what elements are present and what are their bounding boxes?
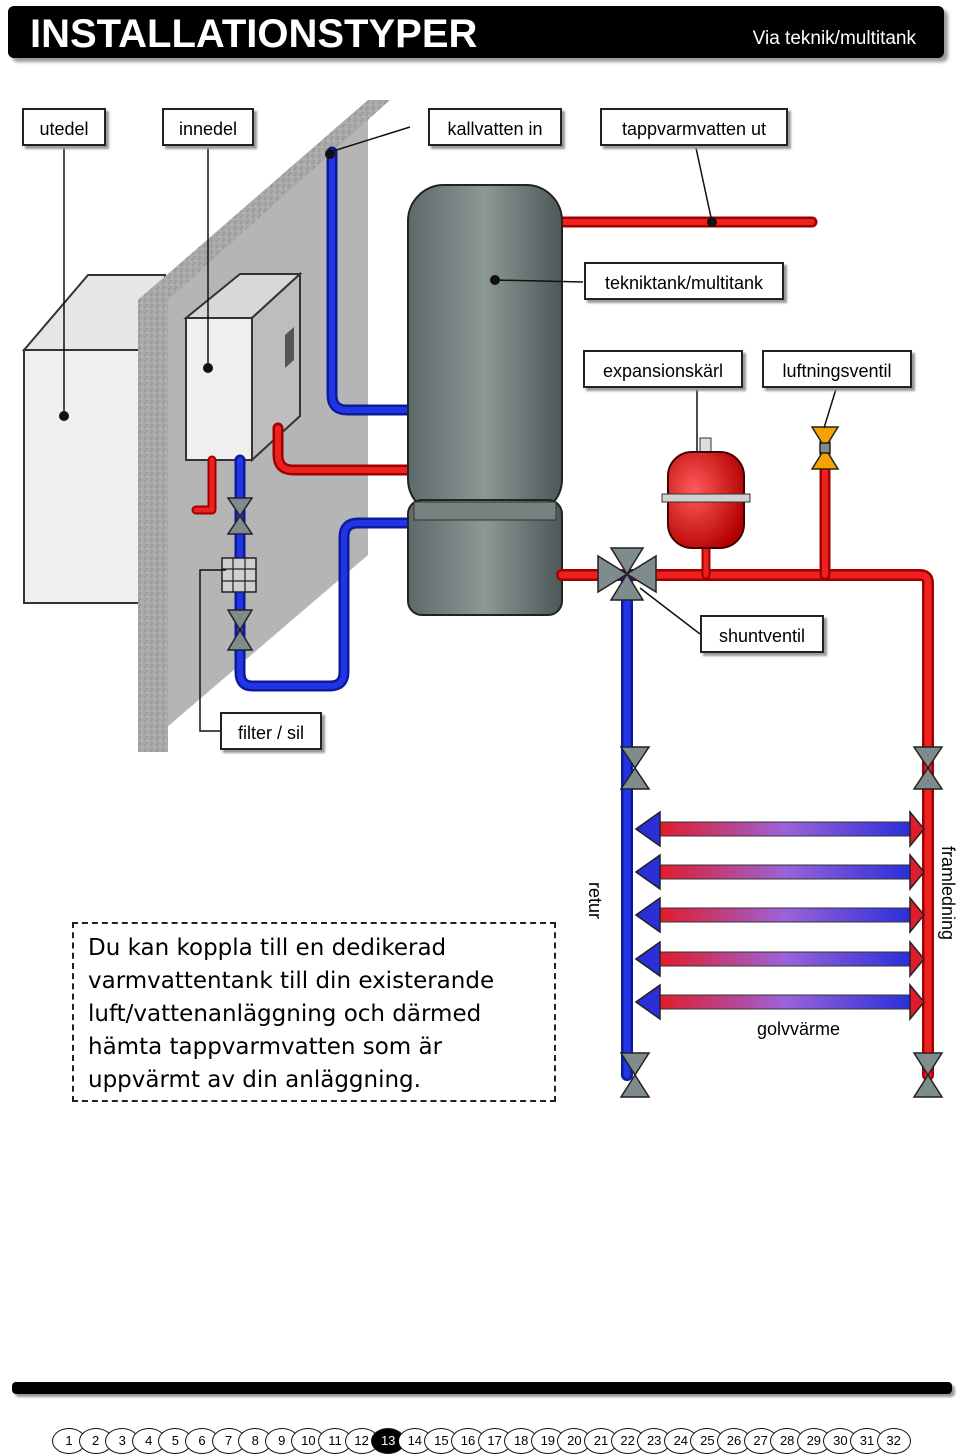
header-bar: INSTALLATIONSTYPER Via teknik/multitank (8, 6, 944, 58)
label-tekniktank: tekniktank/multitank (584, 262, 784, 300)
valve-icon (619, 746, 651, 790)
valve-icon (619, 1052, 651, 1098)
floor-loop (634, 852, 925, 892)
floor-heating-loops (634, 809, 925, 1022)
filter-icon (221, 557, 257, 593)
label-shuntventil: shuntventil (700, 615, 824, 653)
label-expansionskarl: expansionskärl (583, 350, 743, 388)
floor-loop (634, 895, 925, 935)
page-title: INSTALLATIONSTYPER (30, 12, 478, 56)
label-luftningsventil: luftningsventil (762, 350, 912, 388)
floor-loop (634, 982, 925, 1022)
page-link-11[interactable]: 11 (318, 1428, 352, 1454)
indoor-unit (183, 271, 303, 463)
expansion-vessel-icon (661, 437, 751, 549)
label-kallvatten-in: kallvatten in (428, 108, 562, 146)
floor-loop (634, 939, 925, 979)
label-filter: filter / sil (220, 712, 322, 750)
footer-bar (12, 1382, 952, 1394)
floor-loop (634, 809, 925, 849)
valve-icon (912, 1052, 944, 1098)
tank (407, 184, 563, 616)
hot-supply-pipe (191, 422, 414, 515)
label-tappvarmvatten-ut: tappvarmvatten ut (600, 108, 788, 146)
page-link-21[interactable]: 21 (584, 1428, 618, 1454)
page-subtitle: Via teknik/multitank (752, 28, 916, 49)
page-link-25[interactable]: 25 (690, 1428, 725, 1454)
label-retur: retur (585, 882, 605, 920)
cold-water-pipe (326, 146, 416, 416)
label-framledning: framledning (938, 846, 958, 941)
page-link-27[interactable]: 27 (743, 1428, 778, 1454)
leader-lines (63, 126, 837, 732)
shunt-valve-icon (597, 547, 657, 601)
label-golvvarme: golvvärme (757, 1019, 841, 1039)
valve-icon (226, 497, 254, 535)
page-link-32[interactable]: 32 (876, 1428, 911, 1454)
page-link-13[interactable]: 13 (371, 1428, 406, 1454)
label-innedel: innedel (162, 108, 254, 146)
label-utedel: utedel (22, 108, 106, 146)
page-link-22[interactable]: 22 (610, 1428, 645, 1454)
leader-dots (59, 149, 717, 421)
heating-circuit-pipes (556, 434, 934, 1081)
valve-icon (912, 746, 944, 790)
info-note: Du kan koppla till en dedikerad varmvatt… (72, 922, 556, 1102)
page-link-31[interactable]: 31 (850, 1428, 884, 1454)
return-pipe (234, 454, 418, 692)
air-vent-valve-icon (810, 426, 840, 470)
valve-icon (226, 609, 254, 651)
